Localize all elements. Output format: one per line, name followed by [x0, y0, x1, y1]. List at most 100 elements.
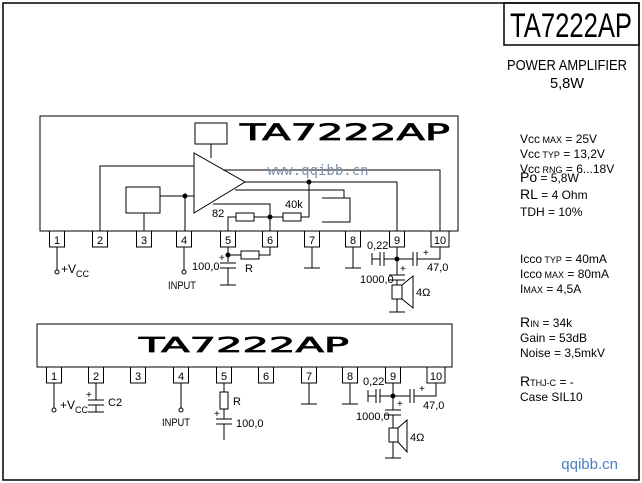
cap-022-label: 0,22	[363, 376, 384, 388]
input-label: INPUT	[168, 280, 196, 292]
pin-10: 10	[426, 366, 446, 384]
pin-3: 3	[130, 366, 146, 384]
pin-number: 8	[350, 235, 356, 247]
chip-body-bottom	[36, 323, 453, 368]
pin-2: 2	[92, 230, 108, 248]
label-82: 82	[212, 208, 224, 220]
pin-8: 8	[345, 230, 361, 248]
pin-number: 10	[434, 235, 446, 247]
spec-row: Po = 5,8W	[520, 169, 579, 185]
spec-row: IMAX = 4,5A	[520, 282, 581, 296]
pins-top: 1 2 3 4 5 6 7 8 9 10	[49, 230, 450, 248]
bottom-external-circuit	[51, 383, 437, 459]
input-stage-block	[125, 186, 161, 214]
top-external-circuit	[54, 247, 441, 313]
power-rating: 5,8W	[550, 75, 585, 92]
spec-row: Icco TYP = 40mA	[520, 252, 607, 266]
pin-number: 6	[263, 371, 269, 383]
pin-number: 1	[51, 371, 57, 383]
spec-row: Case SIL10	[520, 390, 583, 404]
spec-row: Noise = 3,5mkV	[520, 346, 605, 360]
pin-number: 5	[221, 371, 227, 383]
pin-7: 7	[301, 366, 317, 384]
pin-number: 2	[97, 235, 103, 247]
plus-sign: +	[214, 409, 220, 420]
pin-1: 1	[49, 230, 65, 248]
pin-8: 8	[342, 366, 358, 384]
speaker-top	[391, 284, 403, 300]
cap-47-label: 47,0	[427, 262, 448, 274]
pin-box	[92, 230, 108, 248]
cap-100-label: 100,0	[192, 261, 220, 273]
vcc-terminal	[51, 407, 57, 413]
chip-label-top: TA7222AP	[238, 121, 450, 146]
title-box	[503, 2, 640, 46]
chip-body-top	[39, 115, 459, 232]
pins-bottom: 1 2 3 4 5 6 7 8 9 10	[46, 366, 446, 384]
cap-47-label: 47,0	[423, 400, 444, 412]
spec-row: RIN = 34k	[520, 314, 573, 330]
pin-2: 2	[88, 366, 104, 384]
speaker-label: 4Ω	[416, 287, 430, 299]
plus-sign: +	[419, 384, 425, 395]
resistor-r-label: R	[245, 263, 253, 275]
resistor-82	[235, 212, 255, 222]
pin-number: 1	[54, 235, 60, 247]
input-terminal	[178, 407, 184, 413]
pin-number: 4	[178, 371, 184, 383]
vcc-terminal	[54, 269, 60, 275]
spec-row: Vcc TYP = 13,2V	[520, 147, 605, 161]
input-label: INPUT	[162, 417, 190, 429]
footer-site: qqibb.cn	[561, 456, 618, 473]
top-external-labels: +V CC INPUT 100,0 + R 0,22 + 47,0 + 1000…	[61, 240, 448, 299]
spec-row: Icco MAX = 80mA	[520, 267, 609, 281]
bias-block	[194, 122, 228, 145]
pin-number: 7	[306, 371, 312, 383]
pin-number: 10	[430, 371, 442, 383]
cap-022-label: 0,22	[367, 240, 388, 252]
cap-100-label: 100,0	[236, 418, 264, 430]
pin-1: 1	[46, 366, 62, 384]
speaker-label: 4Ω	[410, 432, 424, 444]
bottom-external-labels: +V CC + C2 INPUT R + 100,0 0,22 + 47,0 +…	[60, 376, 444, 444]
title-block: TA7222AP POWER AMPLIFIER 5,8W	[503, 2, 640, 92]
spec-row: Gain = 53dB	[520, 331, 587, 345]
pin-number: 6	[267, 235, 273, 247]
pin-10: 10	[430, 230, 450, 248]
resistor-r-top	[240, 250, 260, 260]
pin-6: 6	[262, 230, 278, 248]
spec-row: RTHJ-C = -	[520, 373, 574, 389]
resistor-r-bottom	[219, 391, 229, 410]
cap-1000-label: 1000,0	[356, 411, 390, 423]
c2-label: C2	[108, 397, 122, 409]
cap-1000-label: 1000,0	[360, 274, 394, 286]
watermark: www.qqibb.cn	[267, 163, 368, 179]
vcc-sub: CC	[76, 269, 89, 279]
pin-3: 3	[136, 230, 152, 248]
pin-number: 9	[390, 371, 396, 383]
spec-row: RL = 4 Ohm	[520, 186, 588, 202]
resistor-40k	[282, 212, 302, 222]
pin-6: 6	[258, 366, 274, 384]
pin-9: 9	[385, 366, 401, 384]
pin-9: 9	[389, 230, 405, 248]
speaker-bottom	[388, 427, 399, 443]
description: POWER AMPLIFIER	[507, 57, 627, 74]
pin-5: 5	[220, 230, 236, 248]
spec-row: Vcc MAX = 25V	[520, 132, 597, 146]
pin-number: 9	[394, 235, 400, 247]
pin-number: 7	[309, 235, 315, 247]
spec-row: Vcc RNG = 6...18V	[520, 162, 614, 176]
label-40k: 40k	[285, 199, 303, 211]
vcc-label: +V	[60, 398, 75, 412]
plus-sign: +	[219, 253, 225, 264]
pin-4: 4	[176, 230, 192, 248]
pin-number: 5	[225, 235, 231, 247]
pin-number: 2	[93, 371, 99, 383]
pin-number: 3	[141, 235, 147, 247]
pin-box	[130, 366, 146, 384]
diagram-top	[39, 115, 459, 232]
spec-row: TDH = 10%	[520, 205, 583, 219]
